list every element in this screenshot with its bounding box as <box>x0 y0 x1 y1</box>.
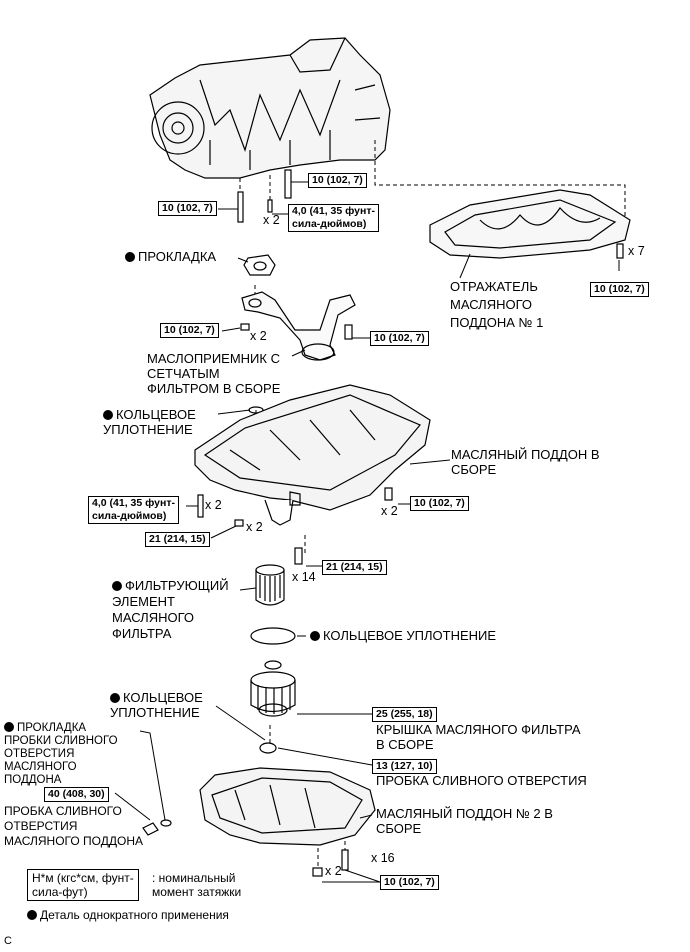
torque-strainer-left: 10 (102, 7) <box>160 323 219 338</box>
strainer-drawing <box>241 291 356 361</box>
torque-drain: 40 (408, 30) <box>44 787 109 802</box>
qty-top-small: x 2 <box>263 213 280 227</box>
single-use-icon <box>112 581 122 591</box>
torque-top-small: 4,0 (41, 35 фунт- сила-дюймов) <box>288 204 379 232</box>
drain-plug-label: ПРОБКА СЛИВНОГО ОТВЕРСТИЯ МАСЛЯНОГО ПОДД… <box>4 804 143 848</box>
figure-code: C <box>4 935 12 947</box>
oil-pan-drawing <box>194 384 431 526</box>
oil-pan-2-label: МАСЛЯНЫЙ ПОДДОН № 2 В СБОРЕ <box>376 806 553 836</box>
qty-pan-small: x 2 <box>205 498 222 512</box>
single-use-icon <box>125 252 135 262</box>
baffle-plate-label: ОТРАЖАТЕЛЬ МАСЛЯНОГО ПОДДОНА № 1 <box>450 279 544 330</box>
single-use-icon <box>110 693 120 703</box>
legend-torque-desc: : номинальный момент затяжки <box>152 871 242 899</box>
torque-top-stud-right: 10 (102, 7) <box>308 173 367 188</box>
torque-strainer-right: 10 (102, 7) <box>370 331 429 346</box>
torque-baffle: 10 (102, 7) <box>590 282 649 297</box>
oring-filter-label: КОЛЬЦЕВОЕ УПЛОТНЕНИЕ <box>310 628 496 643</box>
filter-cap-label: КРЫШКА МАСЛЯНОГО ФИЛЬТРА В СБОРЕ <box>376 722 581 752</box>
qty-pan-right: x 2 <box>381 504 398 518</box>
oil-strainer-label: МАСЛОПРИЕМНИК С СЕТЧАТЫМ ФИЛЬТРОМ В СБОР… <box>147 351 281 396</box>
filter-element-label: ФИЛЬТРУЮЩИЙ ЭЛЕМЕНТ МАСЛЯНОГО ФИЛЬТРА <box>112 578 229 641</box>
baffle-plate-drawing <box>429 189 631 259</box>
filter-element-drawing <box>255 564 285 606</box>
oil-pan-2-drawing <box>199 767 376 846</box>
qty-pan-left: x 2 <box>246 520 263 534</box>
qty-baffle: x 7 <box>628 244 645 258</box>
qty-pan-bottom: x 14 <box>292 570 316 584</box>
torque-drain-small: 13 (127, 10) <box>372 759 437 774</box>
filter-cap-drawing <box>250 660 296 717</box>
torque-pan-bottom: 21 (214, 15) <box>322 560 387 575</box>
torque-pan-right: 10 (102, 7) <box>410 496 469 511</box>
torque-pan2: 10 (102, 7) <box>380 875 439 890</box>
single-use-icon <box>4 722 14 732</box>
qty-strainer: x 2 <box>250 329 267 343</box>
oring-cap-label: КОЛЬЦЕВОЕ УПЛОТНЕНИЕ <box>110 690 203 720</box>
drain-plug-small-label: ПРОБКА СЛИВНОГО ОТВЕРСТИЯ <box>376 773 587 788</box>
drain-gasket-label: ПРОКЛАДКА ПРОБКИ СЛИВНОГО ОТВЕРСТИЯ МАСЛ… <box>4 722 118 786</box>
legend-torque-unit-box: Н*м (кгс*см, фунт- сила-фут) <box>27 869 139 901</box>
single-use-icon <box>103 410 113 420</box>
torque-pan-left: 21 (214, 15) <box>145 532 210 547</box>
torque-filter-cap: 25 (255, 18) <box>372 707 437 722</box>
oil-pan-label: МАСЛЯНЫЙ ПОДДОН В СБОРЕ <box>451 447 600 477</box>
engine-block-drawing <box>149 37 391 179</box>
gasket-drawing <box>243 254 276 276</box>
oring-top-label: КОЛЬЦЕВОЕ УПЛОТНЕНИЕ <box>103 407 196 437</box>
single-use-icon <box>310 631 320 641</box>
single-use-icon <box>27 910 37 920</box>
qty-pan2-a: x 2 <box>325 864 342 878</box>
gasket-label: ПРОКЛАДКА <box>125 249 216 264</box>
qty-pan2-b: x 16 <box>371 851 395 865</box>
torque-top-stud-left: 10 (102, 7) <box>158 201 217 216</box>
torque-pan-small: 4,0 (41, 35 фунт- сила-дюймов) <box>88 496 179 524</box>
legend-single-use: Деталь однократного применения <box>27 908 229 923</box>
